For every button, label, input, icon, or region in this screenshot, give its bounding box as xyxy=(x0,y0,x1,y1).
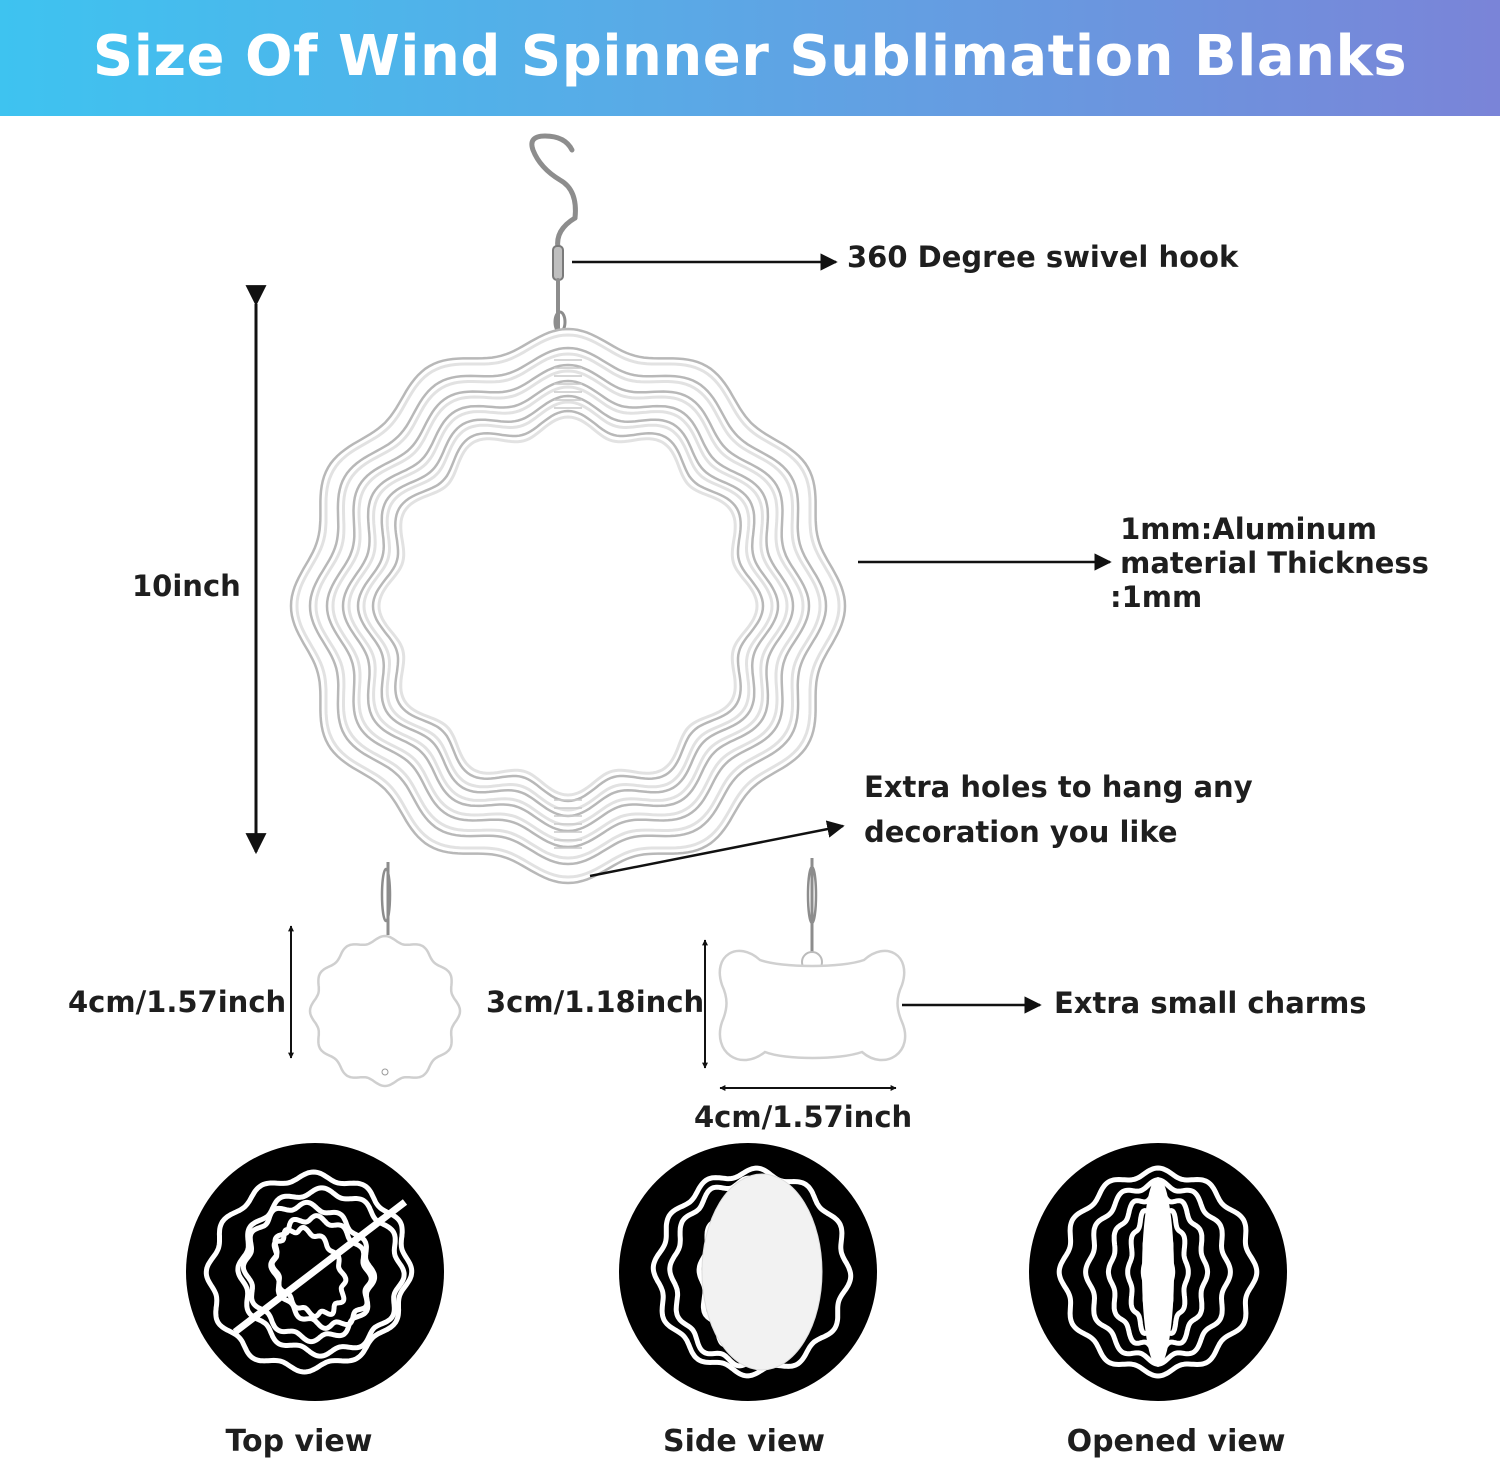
spinner-ring xyxy=(1105,1188,1211,1356)
spinner-ring-edge xyxy=(377,415,759,797)
spinner-ring-edge xyxy=(295,333,841,879)
holes-label: Extra holes to hang any decoration you l… xyxy=(864,770,1253,849)
top-view-label: Top view xyxy=(225,1424,373,1459)
opened-view-photo xyxy=(1029,1143,1287,1401)
page-title: Size Of Wind Spinner Sublimation Blanks xyxy=(92,24,1408,89)
bone-charm-height-label: 3cm/1.18inch xyxy=(486,985,705,1019)
spinner-center-disc xyxy=(232,1199,408,1335)
spinner-ring xyxy=(1125,1199,1191,1345)
round-charm-hole xyxy=(381,1068,389,1076)
header-banner: Size Of Wind Spinner Sublimation Blanks xyxy=(0,0,1500,116)
spinner-ring-edge xyxy=(331,369,805,843)
spinner-height-label: 10inch xyxy=(132,569,241,603)
spinner-center-disc xyxy=(701,1173,823,1371)
round-charm-height-label: 4cm/1.57inch xyxy=(68,985,287,1019)
material-label: 1mm:Aluminum material Thickness :1mm xyxy=(1110,512,1429,614)
charms-label: Extra small charms xyxy=(1054,986,1367,1020)
spinner-ring xyxy=(1056,1165,1260,1379)
swivel-hook-icon xyxy=(529,133,578,334)
spinner-ring xyxy=(371,409,765,803)
round-charm-body xyxy=(308,934,462,1088)
spinner-ring-edge xyxy=(314,352,822,860)
spinner-ring xyxy=(203,1169,415,1375)
spinner-ring xyxy=(240,1199,378,1345)
holes-pointer-arrow xyxy=(589,820,845,878)
spinner-ring-edge xyxy=(347,385,789,827)
spinner-ring xyxy=(1083,1177,1233,1367)
side-view-photo xyxy=(619,1143,877,1401)
spinner-ring xyxy=(650,1165,854,1379)
wind-spinner-icon xyxy=(289,327,847,885)
spinner-ring-edge xyxy=(362,400,774,812)
bone-charm-width-label: 4cm/1.57inch xyxy=(694,1100,913,1134)
spinner-ring xyxy=(269,1225,349,1319)
opened-view-label: Opened view xyxy=(1066,1424,1286,1459)
bone-charm-icon xyxy=(718,858,907,1062)
spinner-center-disc xyxy=(1142,1177,1174,1367)
top-view-photo xyxy=(186,1143,444,1401)
hook-label: 360 Degree swivel hook xyxy=(847,240,1239,274)
spinner-ring xyxy=(235,1185,407,1359)
side-view-label: Side view xyxy=(662,1424,826,1459)
round-charm-icon xyxy=(308,862,462,1088)
